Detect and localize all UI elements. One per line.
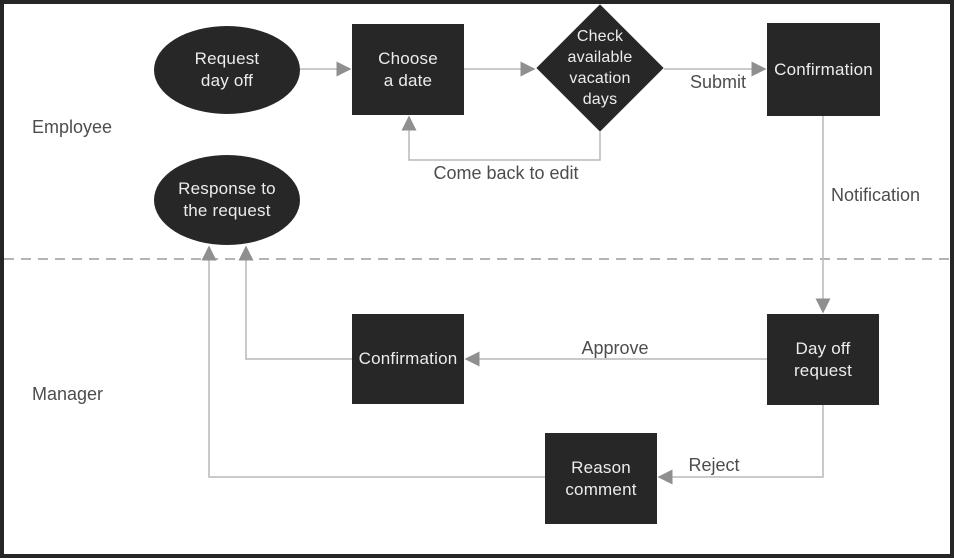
node-response-to-request-label: Response to the request [178,179,276,220]
node-response-to-request[interactable]: Response to the request [154,155,300,245]
connector-confirmation-to-response[interactable] [238,245,352,360]
edge-label-approve: Approve [581,338,649,358]
connector-reject[interactable] [657,405,824,485]
edge-label-submit: Submit [689,72,747,92]
node-check-vacation-days-label: Check available vacation days [567,28,633,108]
node-confirmation-manager[interactable]: Confirmation [352,314,464,404]
edge-label-notification: Notification [831,185,921,205]
node-confirmation-employee-label: Confirmation [774,59,873,79]
node-request-day-off-label: Request day off [194,49,260,90]
node-choose-a-date-label: Choose a date [378,48,438,90]
connector-reason-to-response[interactable] [201,245,545,478]
connector-layer [4,61,950,485]
lane-label-employee: Employee [32,117,113,137]
node-reason-comment[interactable]: Reason comment [545,433,657,524]
node-request-day-off[interactable]: Request day off [154,26,300,114]
node-choose-a-date[interactable]: Choose a date [352,24,464,115]
connector-come-back-to-edit[interactable] [401,115,601,161]
node-day-off-request-label: Day off request [793,338,853,380]
node-confirmation-manager-label: Confirmation [358,349,458,368]
lane-label-manager: Manager [32,384,104,404]
node-confirmation-employee[interactable]: Confirmation [767,23,880,116]
edge-label-reject: Reject [688,455,740,475]
node-day-off-request[interactable]: Day off request [767,314,879,405]
node-reason-comment-label: Reason comment [565,457,637,499]
edge-label-come-back-to-edit: Come back to edit [433,163,579,183]
